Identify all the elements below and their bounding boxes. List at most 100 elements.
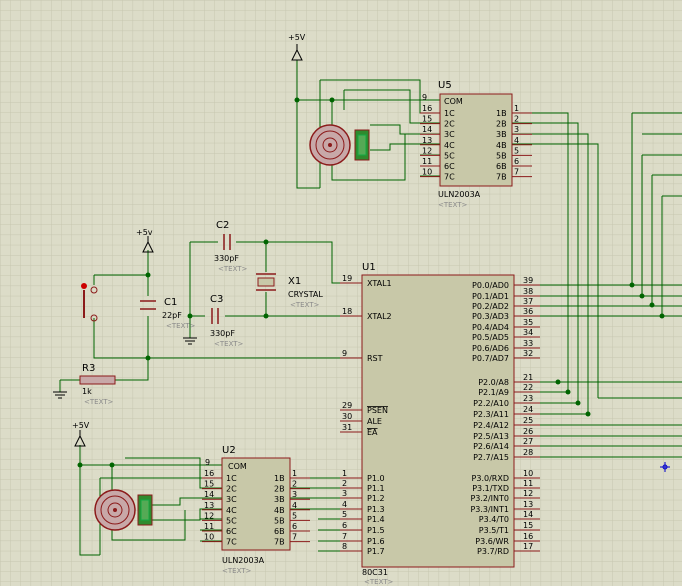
u5-input-pin-name: 5C xyxy=(444,151,455,160)
cursor-marker xyxy=(660,462,670,472)
crystal-x1[interactable]: X1 CRYSTAL <TEXT> xyxy=(256,273,323,309)
u1-left-pin-number: 18 xyxy=(342,307,352,316)
reset-button[interactable] xyxy=(81,283,98,322)
u1-right-pin-name: P3.1/TXD xyxy=(472,484,509,493)
u2-output-pin-number: 7 xyxy=(292,533,297,542)
u5-chip[interactable]: U5 ULN2003A <TEXT> COM 9 161C152C143C134… xyxy=(420,80,532,209)
u5-input-pin-name: 1C xyxy=(444,109,455,118)
u2-input-pin-name: 1C xyxy=(226,474,237,483)
u2-output-pin-number: 2 xyxy=(292,480,297,489)
capacitor-c1[interactable]: C1 22pF <TEXT> xyxy=(140,297,196,330)
u5-output-pin-name: 2B xyxy=(496,120,507,129)
u5-output-pin-name: 3B xyxy=(496,130,507,139)
stepper-motor-1 xyxy=(309,124,370,166)
svg-text:22pF: 22pF xyxy=(162,311,182,320)
u1-right-pin-name: P0.7/AD7 xyxy=(472,354,509,363)
svg-text:C1: C1 xyxy=(164,297,177,308)
u1-right-pin-name: P0.0/AD0 xyxy=(472,281,509,290)
u5-input-pin-number: 14 xyxy=(422,125,432,134)
u1-right-pin-name: P2.0/A8 xyxy=(478,378,509,387)
u2-output-pin-number: 5 xyxy=(292,511,297,520)
u2-input-pin-number: 14 xyxy=(204,490,214,499)
u1-right-pin-number: 21 xyxy=(523,373,533,382)
u2-input-pin-number: 15 xyxy=(204,480,214,489)
u1-right-pin-name: P3.0/RXD xyxy=(472,474,509,483)
u1-left-pin-number: 7 xyxy=(342,532,347,541)
u1-right-pin-number: 26 xyxy=(523,427,533,436)
u1-left-pin-number: 19 xyxy=(342,274,352,283)
svg-text:X1: X1 xyxy=(288,276,301,287)
u1-left-pin-name: XTAL1 xyxy=(367,279,392,288)
u2-output-pin-number: 1 xyxy=(292,469,297,478)
u1-right-pin-name: P3.7/RD xyxy=(477,547,509,556)
u5-input-pin-name: 3C xyxy=(444,130,455,139)
u1-right-pin-name: P0.5/AD5 xyxy=(472,333,509,342)
u5-output-pin-number: 3 xyxy=(514,125,519,134)
svg-text:330pF: 330pF xyxy=(214,254,239,263)
wires xyxy=(59,60,682,556)
stepper-motor-2 xyxy=(94,489,153,531)
u2-input-pin-name: 7C xyxy=(226,538,237,547)
svg-text:<TEXT>: <TEXT> xyxy=(438,201,468,209)
u1-right-pin-number: 38 xyxy=(523,287,533,296)
u1-left-pin-name: P1.2 xyxy=(367,494,385,503)
u1-right-pin-name: P2.5/A13 xyxy=(473,432,509,441)
u1-left-pin-number: 9 xyxy=(342,349,347,358)
u5-input-pin-number: 16 xyxy=(422,104,432,113)
u2-output-pin-name: 5B xyxy=(274,516,285,525)
svg-text:<TEXT>: <TEXT> xyxy=(166,322,196,330)
junctions xyxy=(77,97,665,468)
u1-left-pin-name: P1.0 xyxy=(367,474,385,483)
u1-right-pin-name: P3.2/INT0 xyxy=(470,494,509,503)
u1-right-pin-number: 10 xyxy=(523,469,533,478)
svg-text:<TEXT>: <TEXT> xyxy=(364,578,394,586)
u2-input-pin-number: 12 xyxy=(204,511,214,520)
u1-right-pin-number: 33 xyxy=(523,339,533,348)
svg-text:C2: C2 xyxy=(216,220,229,231)
u5-output-pin-name: 6B xyxy=(496,162,507,171)
u1-left-pin-number: 3 xyxy=(342,489,347,498)
u1-right-pin-number: 15 xyxy=(523,521,533,530)
capacitor-c2[interactable]: C2 330pF <TEXT> xyxy=(214,220,248,273)
u1-chip[interactable]: U1 80C31 <TEXT> 19XTAL118XTAL29RST29PSEN… xyxy=(340,262,540,586)
u1-right-pin-number: 35 xyxy=(523,318,533,327)
u5-input-pin-name: 6C xyxy=(444,162,455,171)
capacitor-c3[interactable]: C3 330pF <TEXT> xyxy=(210,294,244,348)
u1-right-pin-name: P0.6/AD6 xyxy=(472,344,509,353)
resistor-r3[interactable]: R3 1k <TEXT> xyxy=(79,363,116,406)
svg-text:ULN2003A: ULN2003A xyxy=(438,190,481,199)
u5-output-pin-number: 5 xyxy=(514,146,519,155)
u1-right-pin-name: P2.2/A10 xyxy=(473,399,509,408)
u1-left-pin-name: EA xyxy=(367,428,378,437)
svg-text:<TEXT>: <TEXT> xyxy=(218,265,248,273)
u1-right-pin-number: 25 xyxy=(523,416,533,425)
u1-right-pin-number: 27 xyxy=(523,437,533,446)
u1-left-pin-name: P1.6 xyxy=(367,537,385,546)
u5-input-pin-number: 13 xyxy=(422,136,432,145)
u5-output-pin-name: 7B xyxy=(496,173,507,182)
u1-right-pin-name: P2.7/A15 xyxy=(473,453,509,462)
power-top: +5V xyxy=(288,33,306,61)
u2-output-pin-name: 7B xyxy=(274,538,285,547)
u1-right-pin-number: 17 xyxy=(523,542,533,551)
u1-right-pin-number: 24 xyxy=(523,405,533,414)
u2-output-pin-name: 3B xyxy=(274,495,285,504)
svg-text:<TEXT>: <TEXT> xyxy=(290,301,320,309)
svg-text:<TEXT>: <TEXT> xyxy=(214,340,244,348)
u2-input-pin-number: 13 xyxy=(204,501,214,510)
u1-right-pin-name: P2.4/A12 xyxy=(473,421,509,430)
svg-text:80C31: 80C31 xyxy=(362,568,388,577)
u1-right-pin-name: P2.1/A9 xyxy=(478,388,509,397)
u5-output-pin-name: 4B xyxy=(496,141,507,150)
u5-input-pin-number: 12 xyxy=(422,146,432,155)
u2-output-pin-name: 6B xyxy=(274,527,285,536)
svg-text:R3: R3 xyxy=(82,363,95,374)
svg-text:+5V: +5V xyxy=(72,421,90,430)
u1-right-pin-number: 34 xyxy=(523,328,533,337)
svg-text:+5V: +5V xyxy=(288,33,306,42)
u1-right-pin-number: 16 xyxy=(523,532,533,541)
power-bottom: +5V xyxy=(72,421,90,447)
u2-input-pin-name: 5C xyxy=(226,516,237,525)
u2-chip[interactable]: U2 ULN2003A <TEXT> COM 9 161C152C143C134… xyxy=(202,445,310,575)
u5-output-pin-number: 2 xyxy=(514,115,519,124)
